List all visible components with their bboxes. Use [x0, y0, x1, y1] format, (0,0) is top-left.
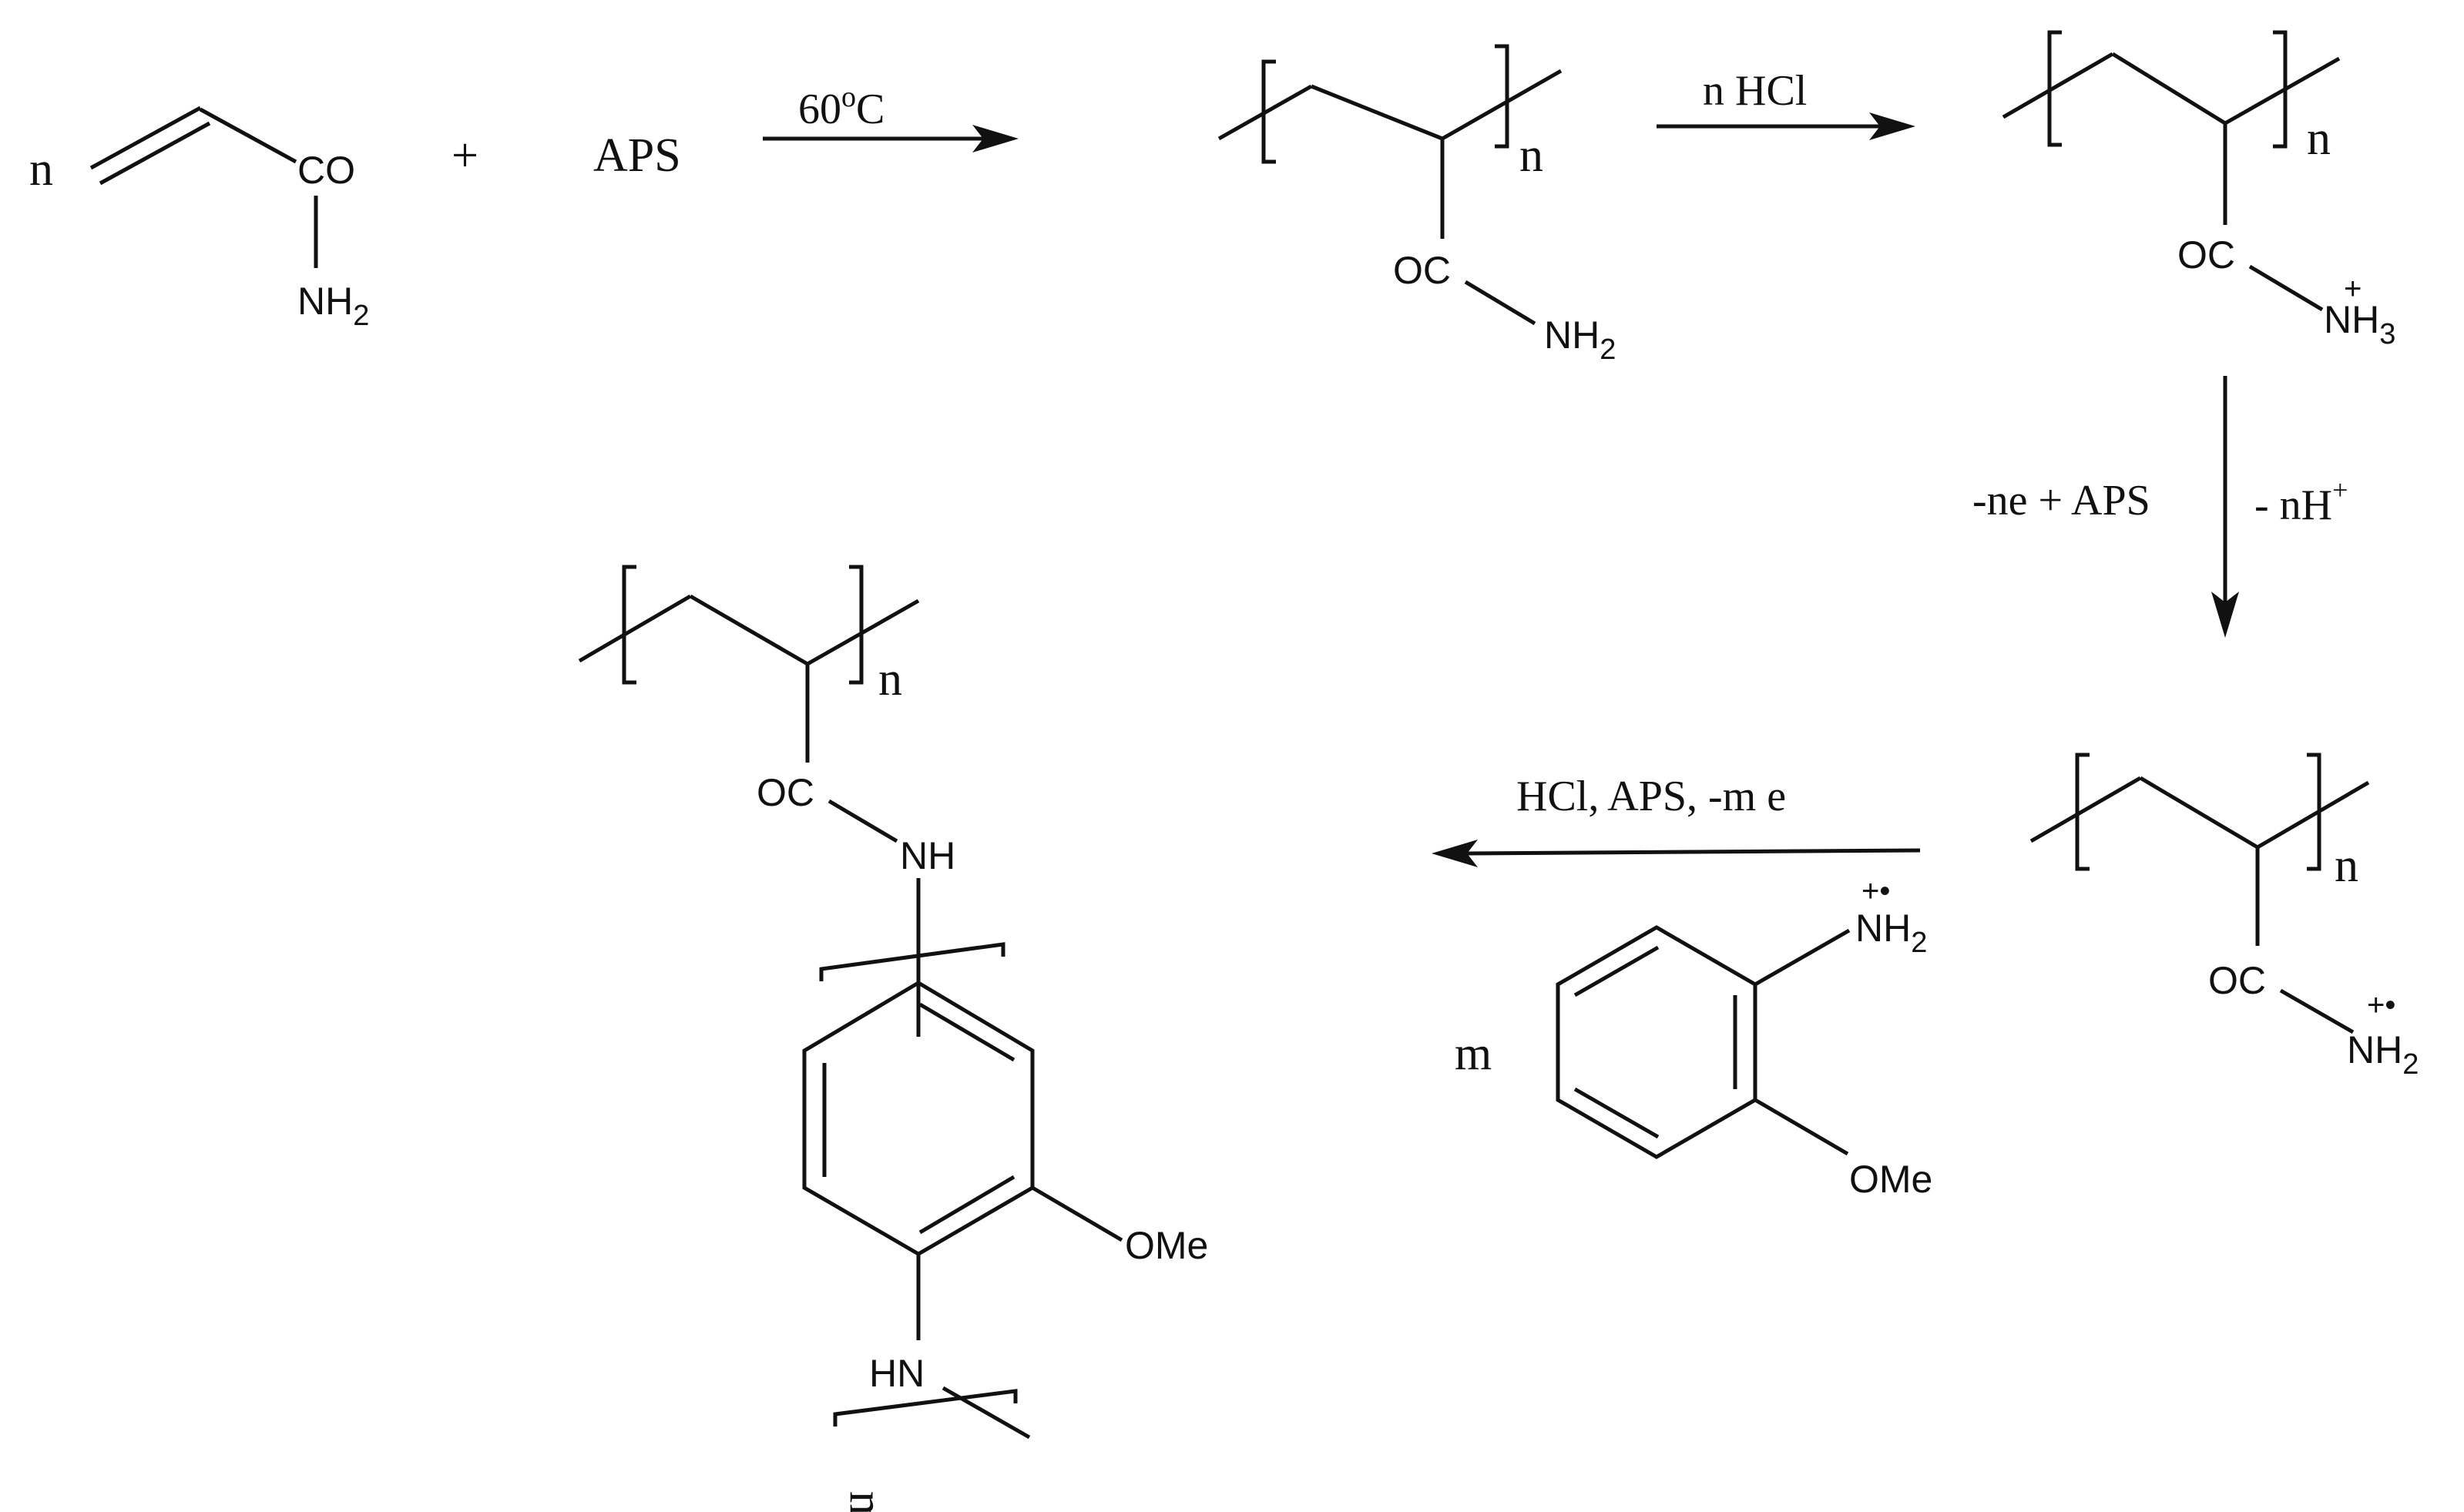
arrow-2-head — [1869, 112, 1915, 140]
carbonyl-to-nh-bond — [827, 799, 898, 843]
ring-to-amine-bond — [1754, 928, 1851, 987]
left-bracket — [2047, 30, 2062, 147]
vinyl-to-carbonyl-bond — [199, 107, 297, 164]
amine-subscript: 2 — [2402, 1048, 2419, 1081]
right-bracket — [1495, 44, 1509, 149]
pani-upper-bracket — [819, 942, 1005, 981]
plus-sign: + — [452, 129, 478, 182]
carbonyl-to-amine-bond — [2248, 264, 2324, 312]
amine-label: NH — [2324, 298, 2379, 341]
carbonyl-label: OC — [2208, 959, 2266, 1002]
step-2-condition: n HCl — [1703, 67, 1807, 115]
anisidine-coefficient: m — [1455, 1028, 1492, 1080]
amine-label: NH — [2347, 1028, 2402, 1071]
ammonium-charge: + — [2344, 272, 2362, 306]
step-3-right-condition: - nH+ — [2254, 474, 2348, 529]
backbone-bond-mid — [689, 594, 809, 666]
left-bracket — [622, 565, 636, 685]
ring-double-bond-top — [918, 1002, 1015, 1062]
hn-continuation-bond — [942, 1386, 1031, 1440]
repeat-n: n — [878, 653, 902, 706]
backbone-bond-mid — [2139, 776, 2259, 850]
initiator-label: APS — [593, 129, 681, 182]
step-3-proton: - nH — [2254, 481, 2332, 529]
right-bracket — [849, 565, 864, 685]
backbone-bond-left — [2029, 776, 2142, 843]
amine-subscript: 2 — [353, 300, 369, 332]
carbonyl-label: OC — [757, 771, 814, 814]
amine-group: NH2 — [2347, 1028, 2419, 1081]
amine-subscript: 3 — [2379, 318, 2395, 350]
arrow-4-head — [1432, 840, 1478, 867]
monomer-coefficient: n — [29, 143, 53, 196]
benzene-ring — [1556, 925, 1757, 1159]
amine-group: NH2 — [1544, 313, 1616, 366]
backbone-bond-right — [2224, 56, 2341, 126]
arrow-3-head — [2211, 592, 2239, 638]
carbonyl-to-amine-bond — [1464, 280, 1536, 326]
arrow-4-shaft — [1463, 848, 1921, 856]
backbone-bond-mid — [1311, 84, 1443, 141]
methoxy-label: OMe — [1125, 1224, 1208, 1267]
radical-cation-charge: +• — [1861, 874, 1890, 908]
arrow-step-1: 60oC — [763, 81, 1019, 153]
amine-label: NH — [1855, 907, 1911, 950]
protonated-polymer: n OC + NH3 — [2002, 30, 2395, 350]
backbone-bond-left — [578, 594, 692, 663]
backbone-bond-right — [1441, 69, 1563, 141]
amine-subscript: 2 — [1600, 334, 1616, 366]
ring-double-bond-bottom — [1573, 1087, 1660, 1139]
carbonyl-to-amine-bond — [2279, 988, 2355, 1034]
graft-copolymer-product: n OC NH OMe HN m — [578, 565, 1208, 1512]
amine-subscript: 2 — [1911, 927, 1927, 959]
amine-label: NH — [297, 280, 353, 323]
ring-double-bond-bottom — [918, 1175, 1015, 1235]
arrow-step-2: n HCl — [1657, 67, 1915, 140]
nh-linker-label: NH — [900, 834, 955, 877]
radical-cation-charge: +• — [2367, 988, 2395, 1022]
right-bracket — [2273, 30, 2288, 149]
repeat-m: m — [840, 1491, 892, 1512]
backbone-bond-right — [2256, 780, 2370, 850]
amine-group: NH2 — [1855, 907, 1927, 959]
carbonyl-label: OC — [1393, 249, 1451, 292]
ring-to-methoxy-bond — [1031, 1185, 1123, 1242]
backbone-bond-left — [2002, 52, 2114, 119]
amine-group: NH3 — [2324, 298, 2395, 350]
methoxy-label: OMe — [1849, 1158, 1932, 1201]
step-1-degree: o — [841, 81, 856, 113]
repeat-n: n — [2307, 112, 2331, 165]
acrylamide-monomer: n CO NH2 — [29, 106, 369, 332]
anisidine-radical-cation: m +• NH2 OMe — [1455, 874, 1932, 1201]
arrow-1-head — [972, 125, 1019, 153]
repeat-n: n — [1519, 129, 1543, 182]
carbonyl-label: CO — [297, 149, 355, 192]
polyacrylamide: n OC NH2 — [1217, 44, 1616, 366]
arrow-step-3: -ne + APS - nH+ — [1972, 376, 2348, 638]
left-bracket — [1261, 59, 1276, 164]
step-1-condition: 60oC — [798, 81, 885, 133]
vinyl-double-bond-b — [99, 121, 211, 186]
pani-lower-bracket — [833, 1389, 1018, 1427]
step-1-temperature: 60 — [798, 85, 841, 133]
right-bracket — [2307, 753, 2321, 871]
step-3-proton-charge: + — [2332, 474, 2348, 505]
step-3-left-condition: -ne + APS — [1972, 477, 2150, 525]
carbonyl-label: OC — [2177, 233, 2235, 277]
radical-cation-polymer: n OC +• NH2 — [2029, 753, 2419, 1081]
backbone-bond-mid — [2111, 52, 2227, 126]
ring-double-bond-top — [1573, 945, 1660, 997]
terminal-hn-label: HN — [869, 1352, 925, 1395]
ring-to-methoxy-bond — [1754, 1098, 1849, 1156]
step-4-condition: HCl, APS, -m e — [1516, 773, 1786, 820]
left-bracket — [2075, 753, 2090, 871]
step-1-unit: C — [856, 85, 885, 133]
amine-label: NH — [1544, 313, 1600, 357]
arrow-step-4: HCl, APS, -m e — [1432, 773, 1921, 867]
repeat-n: n — [2335, 840, 2358, 892]
amine-group: NH2 — [297, 280, 369, 332]
vinyl-double-bond-a — [89, 106, 202, 170]
